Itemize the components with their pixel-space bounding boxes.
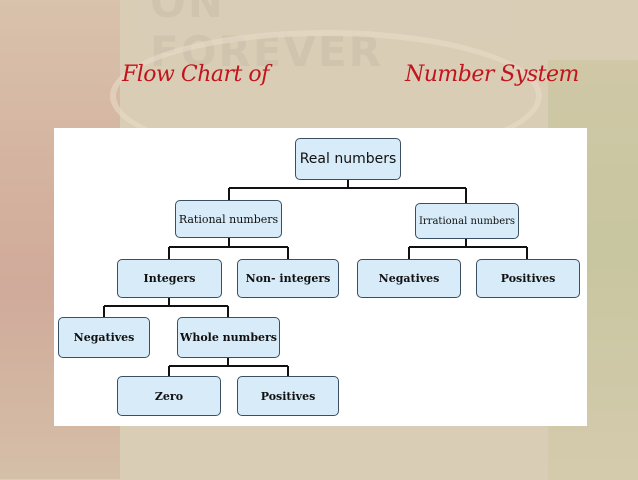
node-irrational-negatives: Negatives (357, 259, 461, 298)
flowchart-panel: Real numbers Rational numbers Irrational… (54, 128, 587, 426)
slide-title-right: Number System (405, 62, 579, 87)
node-irrational-positives: Positives (476, 259, 580, 298)
flowchart-connectors (103, 180, 528, 376)
node-non-integers: Non- integers (237, 259, 339, 298)
node-zero: Zero (117, 376, 221, 416)
node-integers: Integers (117, 259, 222, 298)
background-banner-text: ON FOREVER (150, 0, 383, 76)
node-integer-negatives: Negatives (58, 317, 150, 358)
node-real-numbers: Real numbers (295, 138, 401, 180)
slide-title-left: Flow Chart of (122, 62, 269, 87)
node-irrational-numbers: Irrational numbers (415, 203, 519, 239)
node-rational-numbers: Rational numbers (175, 200, 282, 238)
node-whole-positives: Positives (237, 376, 339, 416)
node-whole-numbers: Whole numbers (177, 317, 280, 358)
